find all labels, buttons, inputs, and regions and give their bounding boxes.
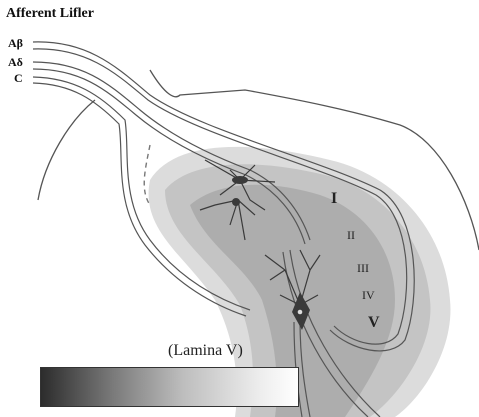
intensity-gradient-bar xyxy=(40,367,299,407)
lamina-label-ii: II xyxy=(347,228,355,243)
neuron-lamina-ii-soma xyxy=(232,198,240,206)
figure-title: Afferent Lifler xyxy=(6,6,94,22)
lamina-v-caption: (Lamina V) xyxy=(168,342,243,360)
lamina-label-iv: IV xyxy=(362,288,375,303)
fiber-label-a-beta: Aβ xyxy=(8,36,23,51)
neuron-lamina-i-soma xyxy=(232,176,248,184)
fiber-label-a-delta: Aδ xyxy=(8,55,23,70)
lamina-label-i: I xyxy=(331,190,337,208)
lamina-label-v: V xyxy=(368,314,380,332)
lamina-label-iii: III xyxy=(357,261,369,276)
fiber-label-c: C xyxy=(14,71,23,86)
neuron-lamina-v-nucleus xyxy=(298,310,303,315)
